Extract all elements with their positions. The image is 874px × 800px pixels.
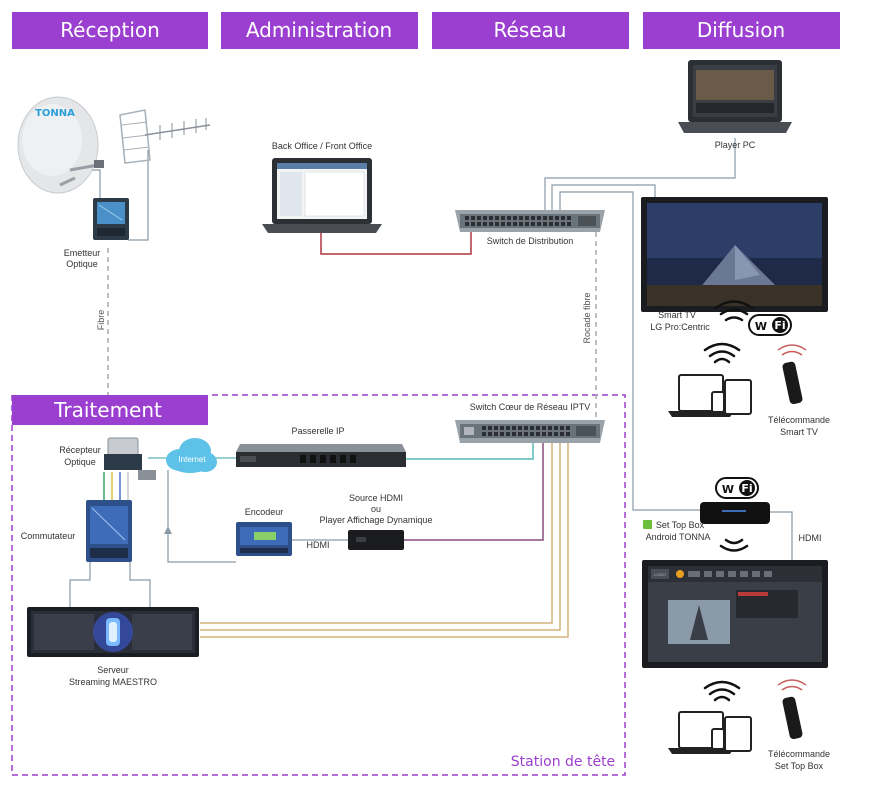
back-office-laptop-icon [262, 158, 382, 233]
cable-switch-stb [559, 191, 700, 511]
wifi-signal-icon [714, 300, 754, 322]
rocade-fibre-label: Rocade fibre [582, 292, 592, 343]
arrow-up-icon [164, 526, 172, 534]
header-reception: Réception [12, 12, 208, 49]
smart-tv-label-2: LG Pro:Centric [650, 322, 710, 332]
wifi-signal-devices-stb-icon [703, 680, 741, 702]
switch-distribution-label: Switch de Distribution [487, 236, 574, 246]
cable-server-switch-1 [200, 443, 553, 624]
fibre-label: Fibre [96, 310, 106, 331]
serveur-label-2: Streaming MAESTRO [69, 677, 157, 687]
hdmi-stb-label: HDMI [799, 533, 822, 543]
player-pc-label: Player PC [715, 140, 756, 150]
cable-antenna-emetteur [128, 150, 149, 241]
laptop-tablet-phone-stb-icon [668, 711, 752, 754]
telecommande-stb-label-2: Set Top Box [775, 761, 824, 771]
telecommande-tv-label-1: Télécommande [768, 415, 830, 425]
cable-commutateur-server-2 [129, 562, 151, 610]
switch-coeur-device [455, 420, 605, 443]
player-pc-laptop-icon [678, 60, 792, 133]
cable-server-switch-2 [200, 443, 561, 631]
android-icon [643, 520, 652, 529]
logo-placeholder-text: LOGO [654, 572, 666, 577]
cable-backoffice-switch [320, 232, 472, 255]
remote-control-tv-icon [777, 344, 807, 405]
source-hdmi-player-device [348, 530, 404, 550]
switch-distribution-device [455, 210, 605, 232]
source-hdmi-label-1: Source HDMI [349, 493, 403, 503]
header-diffusion-label: Diffusion [697, 18, 785, 42]
source-hdmi-label-3: Player Affichage Dynamique [320, 515, 433, 525]
source-hdmi-label-2: ou [371, 504, 381, 514]
recepteur-label-2: Optique [64, 457, 96, 467]
encodeur-device [236, 522, 292, 556]
wifi-fi-text: Fi [774, 319, 785, 332]
cable-passerelle-switch [406, 443, 534, 460]
serveur-streaming-device [27, 607, 199, 657]
laptop-tablet-phone-tv-icon [668, 374, 752, 417]
commutateur-label: Commutateur [21, 531, 76, 541]
cable-switch-smarttv [551, 184, 656, 210]
set-top-box-device [700, 502, 770, 524]
smart-tv-label-1: Smart TV [658, 310, 696, 320]
passerelle-ip-device [236, 444, 406, 467]
cable-recepteur-encodeur [167, 470, 236, 563]
header-administration-label: Administration [246, 18, 392, 42]
emetteur-label-2: Optique [66, 259, 98, 269]
back-office-label: Back Office / Front Office [272, 141, 372, 151]
smart-tv-device [641, 197, 828, 312]
emetteur-optique-device [93, 198, 129, 240]
cable-switch-playerpc [544, 138, 736, 210]
station-de-tete-label: Station de tête [511, 754, 615, 770]
cable-stb-tv [770, 511, 793, 565]
header-reseau-label: Réseau [494, 18, 567, 42]
wifi-w-text: W [755, 320, 767, 333]
serveur-label-1: Serveur [97, 665, 129, 675]
encodeur-label: Encodeur [245, 507, 284, 517]
switch-coeur-label: Switch Cœur de Réseau IPTV [470, 402, 591, 412]
recepteur-label-1: Récepteur [59, 445, 101, 455]
passerelle-ip-label: Passerelle IP [291, 426, 344, 436]
emetteur-label-1: Emetteur [64, 248, 101, 258]
telecommande-stb-label-1: Télécommande [768, 749, 830, 759]
internet-cloud-icon: Internet [166, 438, 217, 473]
set-top-box-label-1: Set Top Box [656, 520, 705, 530]
header-traitement-label: Traitement [53, 398, 162, 422]
internet-label: Internet [178, 455, 206, 464]
remote-control-stb-icon [777, 679, 807, 740]
header-reception-label: Réception [60, 18, 160, 42]
hdmi-encodeur-label: HDMI [307, 540, 330, 550]
station-de-tete-border [11, 394, 626, 776]
recepteur-optique-device [104, 437, 156, 480]
tonna-logo-text: TONNA [35, 108, 75, 119]
cable-commutateur-server-1 [69, 562, 91, 610]
wifi-fi-text-stb: Fi [741, 482, 752, 495]
header-traitement: Traitement [12, 395, 208, 425]
wifi-badge-stb: W Fi [715, 477, 759, 499]
cable-server-switch-3 [200, 443, 569, 638]
wifi-signal-stb-icon [719, 538, 749, 552]
cable-source-switch [404, 443, 544, 541]
header-diffusion: Diffusion [643, 12, 840, 49]
header-administration: Administration [221, 12, 418, 49]
wifi-signal-devices-tv-icon [703, 342, 741, 364]
set-top-box-label-2: Android TONNA [646, 532, 711, 542]
cable-dish-emetteur [92, 169, 101, 198]
wifi-w-text-stb: W [722, 483, 734, 496]
commutateur-device [86, 500, 132, 562]
satellite-dish-icon: TONNA [17, 96, 104, 194]
stb-tv-device: LOGO [642, 560, 828, 668]
wifi-badge-tv: W Fi [748, 314, 792, 336]
telecommande-tv-label-2: Smart TV [780, 427, 818, 437]
header-reseau: Réseau [432, 12, 629, 49]
antenna-icon [119, 109, 211, 164]
